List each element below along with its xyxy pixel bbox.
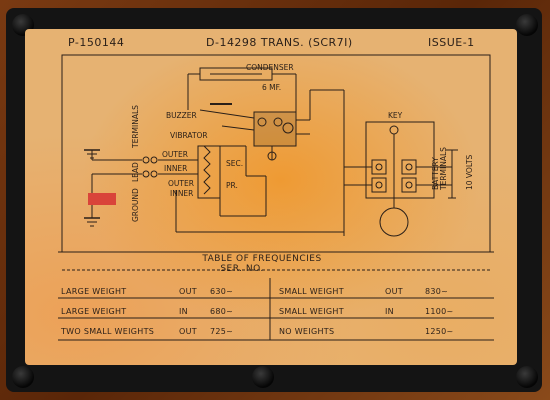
row3-left-freq: 725~	[210, 327, 234, 336]
outer-winding-label: OUTER	[168, 179, 194, 188]
row2-left-label: LARGE WEIGHT	[61, 307, 127, 316]
transformer-winding	[203, 145, 211, 195]
terminals-label: TERMINALS	[131, 105, 140, 149]
pr-label: PR.	[226, 181, 238, 190]
buzzer-contact-1	[257, 117, 267, 127]
frequency-table: TABLE OF FREQUENCIES SER. NO. LARGE WEIG…	[33, 252, 491, 342]
key-contact-right-top	[401, 159, 417, 175]
frequency-title: TABLE OF FREQUENCIES	[202, 254, 322, 264]
row3-right-freq: 1250~	[425, 327, 454, 336]
red-tag	[88, 193, 116, 205]
screw-top-right	[516, 14, 538, 36]
key-contact-left-top	[371, 159, 387, 175]
row2-left-pos: IN	[179, 307, 188, 316]
row1-left-label: LARGE WEIGHT	[61, 287, 127, 296]
lead-label: LEAD	[131, 162, 140, 182]
key-frame	[365, 121, 435, 199]
key-contact-right-bottom	[401, 177, 417, 193]
key-pivot	[389, 125, 399, 135]
plate-number: P-150144	[68, 36, 125, 49]
row1-right-freq: 830~	[425, 287, 449, 296]
screw-bottom-right	[516, 366, 538, 388]
row1-right-pos: OUT	[385, 287, 403, 296]
row3-left-label: TWO SMALL WEIGHTS	[61, 327, 155, 336]
buzzer-contact-2	[273, 117, 283, 127]
row3-left-pos: OUT	[179, 327, 197, 336]
vibrator-label: VIBRATOR	[170, 131, 208, 140]
sec-label: SEC.	[226, 159, 243, 168]
screw-bottom-center	[252, 366, 274, 388]
battery-terminals-label: TERMINALS	[439, 147, 448, 191]
row2-right-pos: IN	[385, 307, 394, 316]
frequency-serial: SER. NO.	[220, 264, 264, 274]
terminal-outer-1	[142, 156, 150, 164]
inner-winding-label: INNER	[170, 189, 193, 198]
row1-right-label: SMALL WEIGHT	[279, 287, 344, 296]
inner-terminal-label: INNER	[164, 164, 187, 173]
row1-left-freq: 630~	[210, 287, 234, 296]
ground-label: GROUND	[131, 188, 140, 222]
condenser-value: 6 MF.	[262, 83, 281, 92]
issue-label: ISSUE-1	[428, 36, 475, 49]
key-knob	[379, 207, 409, 237]
buzzer-label: BUZZER	[166, 111, 197, 120]
key-label: KEY	[388, 111, 403, 120]
battery-label: BATTERY	[431, 157, 440, 190]
key-contact-left-bottom	[371, 177, 387, 193]
row2-left-freq: 680~	[210, 307, 234, 316]
transformer-core	[197, 145, 221, 199]
buzzer-assembly	[253, 111, 297, 147]
terminal-outer-2	[150, 156, 158, 164]
row3-right-label: NO WEIGHTS	[279, 327, 335, 336]
row1-left-pos: OUT	[179, 287, 197, 296]
plate-title: D-14298 TRANS. (SCR7I)	[206, 36, 353, 49]
condenser-label: CONDENSER	[246, 63, 294, 72]
outer-terminal-label: OUTER	[162, 150, 188, 159]
terminal-inner-2	[150, 170, 158, 178]
row2-right-freq: 1100~	[425, 307, 454, 316]
volts-label: 10 VOLTS	[465, 154, 474, 190]
terminal-inner-1	[142, 170, 150, 178]
screw-bottom-left	[12, 366, 34, 388]
buzzer-contact-3	[282, 122, 294, 134]
row2-right-label: SMALL WEIGHT	[279, 307, 344, 316]
